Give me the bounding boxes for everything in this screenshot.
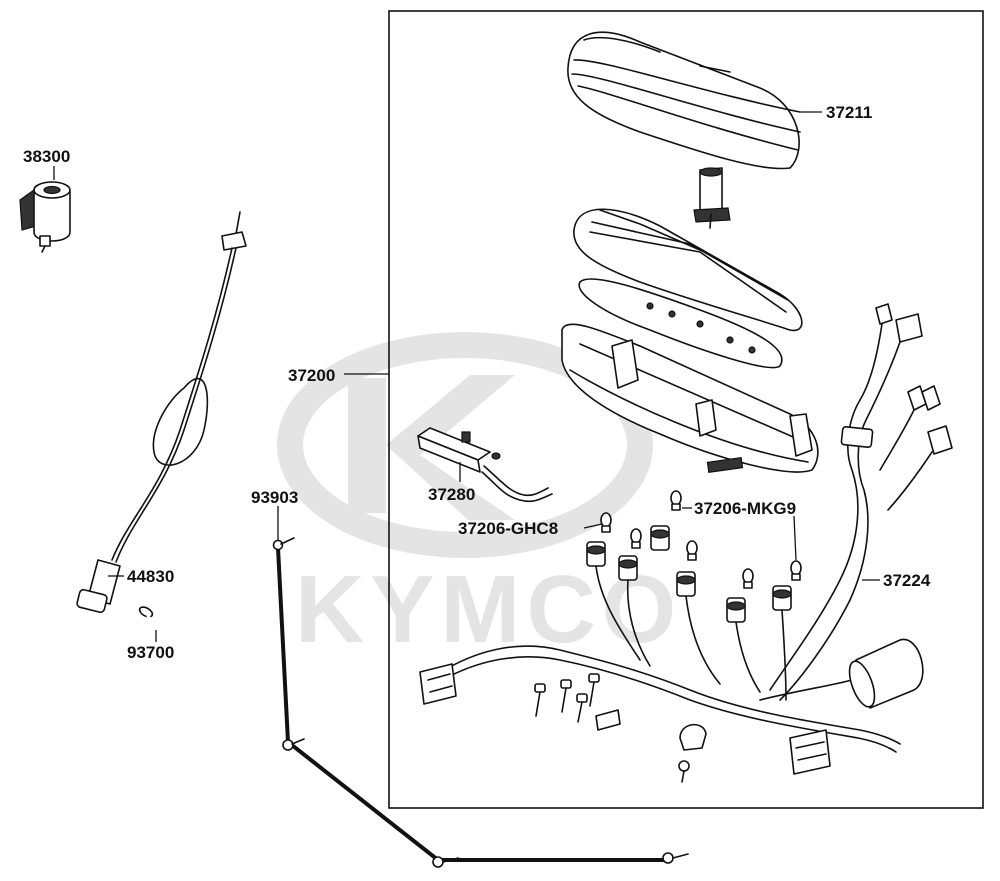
circuit-board-part [417, 427, 553, 503]
label-37206-ghc8: 37206-GHC8 [458, 519, 558, 538]
label-37206-mkg9: 37206-MKG9 [694, 499, 796, 518]
label-93700: 93700 [127, 643, 174, 662]
leader-37206-ghc8 [583, 523, 603, 529]
label-37224: 37224 [883, 571, 931, 590]
meter-lens-part [573, 208, 803, 332]
leader-37206-mkg9-b [793, 515, 797, 561]
label-37200: 37200 [288, 366, 335, 385]
label-37211: 37211 [826, 103, 872, 122]
watermark-k-arm [386, 375, 515, 520]
screw-93700-part [138, 606, 162, 634]
wire-harness-part [419, 303, 953, 783]
assembly-frame [388, 10, 984, 809]
label-38300: 38300 [23, 147, 70, 166]
meter-case-part [561, 323, 819, 473]
watermark-oval [277, 332, 653, 558]
ignition-switch-part [19, 181, 71, 253]
watermark-brand: KYMCO [295, 556, 682, 663]
kymco-watermark: KYMCO [277, 332, 682, 663]
screw-93903-part [272, 537, 689, 868]
meter-dial-part [578, 278, 783, 369]
speedometer-cable-part [76, 211, 247, 614]
label-37280: 37280 [428, 485, 475, 504]
meter-cover-part [567, 31, 801, 170]
label-93903: 93903 [251, 488, 298, 507]
watermark-k-stem [348, 378, 386, 513]
meter-stem-part [693, 167, 731, 229]
label-44830: 44830 [127, 567, 174, 586]
leader-lines [53, 111, 880, 642]
